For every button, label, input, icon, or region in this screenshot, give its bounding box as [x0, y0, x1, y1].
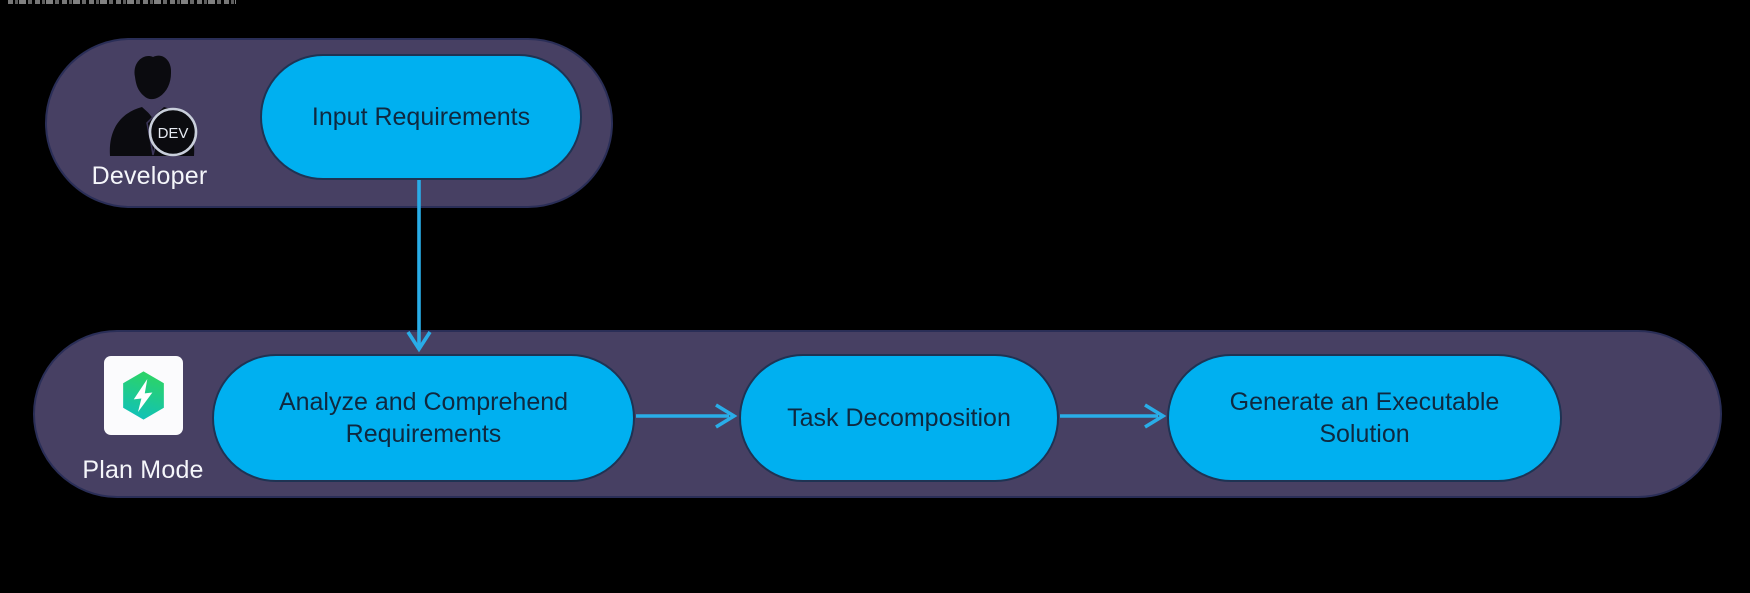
developer-avatar-icon: DEV [97, 50, 207, 162]
plan-bolt [133, 378, 153, 413]
plan-mode-group-label: Plan Mode [82, 456, 204, 484]
clipped-text-fragment [8, 0, 236, 4]
plan-mode-icon [104, 356, 183, 435]
node-input-requirements-label: Input Requirements [311, 103, 531, 131]
node-task-decomposition: Task Decomposition [739, 354, 1059, 482]
developer-group: DEV Developer Input Requirements [45, 38, 613, 208]
dev-badge-circle [148, 107, 198, 157]
node-analyze-requirements: Analyze and Comprehend Requirements [212, 354, 635, 482]
node-input-requirements: Input Requirements [260, 54, 582, 180]
plan-mode-group: Plan Mode Analyze and Comprehend Require… [33, 330, 1722, 498]
node-generate-solution: Generate an Executable Solution [1167, 354, 1562, 482]
node-analyze-requirements-label: Analyze and Comprehend Requirements [278, 388, 569, 448]
dev-badge-text: DEV [158, 125, 189, 142]
node-generate-solution-label: Generate an Executable Solution [1229, 388, 1500, 448]
avatar-head [134, 55, 172, 100]
developer-group-label: Developer [91, 162, 208, 190]
node-task-decomposition-label: Task Decomposition [787, 404, 1011, 432]
